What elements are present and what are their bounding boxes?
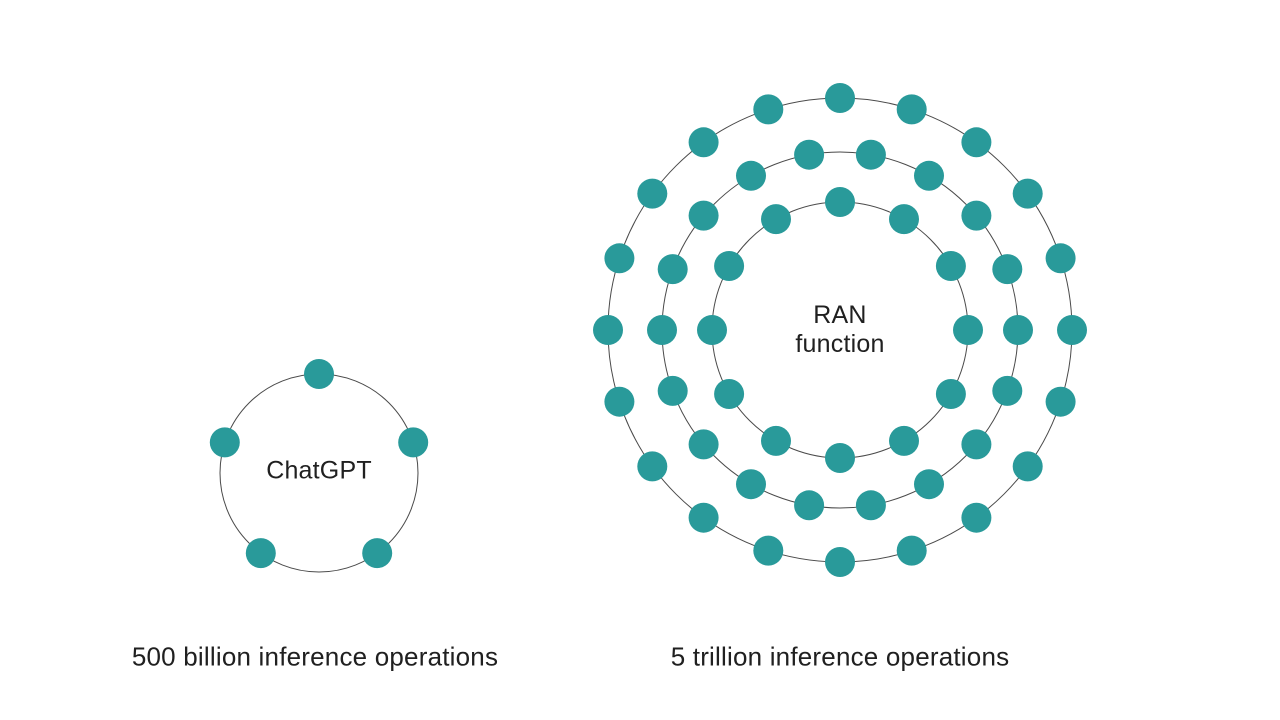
node-dot	[953, 315, 983, 345]
node-dot	[825, 83, 855, 113]
node-dot	[935, 379, 966, 409]
node-dot	[935, 251, 966, 281]
node-dot	[647, 315, 677, 345]
node-dot	[961, 127, 992, 158]
node-dot	[1045, 386, 1076, 417]
node-dot	[761, 204, 791, 235]
ran-function-label-line2: function	[795, 330, 885, 358]
node-dot	[657, 254, 688, 285]
node-dot	[794, 490, 825, 521]
node-dot	[825, 443, 855, 473]
node-dot	[825, 187, 855, 217]
node-dot	[736, 160, 766, 191]
node-dot	[914, 160, 944, 191]
node-dot	[961, 200, 992, 231]
node-dot	[688, 127, 719, 158]
node-dot	[362, 538, 393, 569]
node-dot	[736, 469, 766, 500]
node-dot	[896, 535, 927, 566]
chatgpt-circle	[209, 359, 429, 573]
node-dot	[896, 94, 927, 125]
node-dot	[855, 490, 886, 521]
node-dot	[889, 204, 919, 235]
node-dot	[209, 427, 240, 458]
ran-function-label-line1: RAN	[813, 301, 867, 329]
node-dot	[714, 379, 745, 409]
right-diagram-caption: 5 trillion inference operations	[670, 641, 1010, 672]
node-dot	[688, 429, 719, 460]
chatgpt-label: ChatGPT	[266, 456, 372, 485]
left-diagram-caption: 500 billion inference operations	[131, 641, 499, 672]
node-dot	[593, 315, 623, 345]
node-dot	[992, 254, 1023, 285]
node-dot	[1057, 315, 1087, 345]
node-dot	[657, 375, 688, 406]
node-dot	[1012, 178, 1043, 209]
node-dot	[604, 386, 635, 417]
node-dot	[1045, 243, 1076, 274]
node-dot	[761, 425, 791, 456]
node-dot	[688, 502, 719, 533]
node-dot	[914, 469, 944, 500]
node-dot	[714, 251, 745, 281]
node-dot	[604, 243, 635, 274]
node-dot	[398, 427, 429, 458]
node-dot	[794, 139, 825, 170]
node-dot	[753, 94, 784, 125]
ran-function-circles	[593, 83, 1087, 577]
node-dot	[855, 139, 886, 170]
node-dot	[304, 359, 334, 389]
node-dot	[637, 178, 668, 209]
node-dot	[688, 200, 719, 231]
ran-function-label: RAN function	[795, 301, 884, 359]
node-dot	[961, 502, 992, 533]
node-dot	[697, 315, 727, 345]
node-dot	[961, 429, 992, 460]
node-dot	[889, 425, 919, 456]
node-dot	[1012, 451, 1043, 482]
node-dot	[825, 547, 855, 577]
node-dot	[245, 538, 276, 569]
node-dot	[637, 451, 668, 482]
node-dot	[753, 535, 784, 566]
node-dot	[992, 375, 1023, 406]
node-dot	[1003, 315, 1033, 345]
